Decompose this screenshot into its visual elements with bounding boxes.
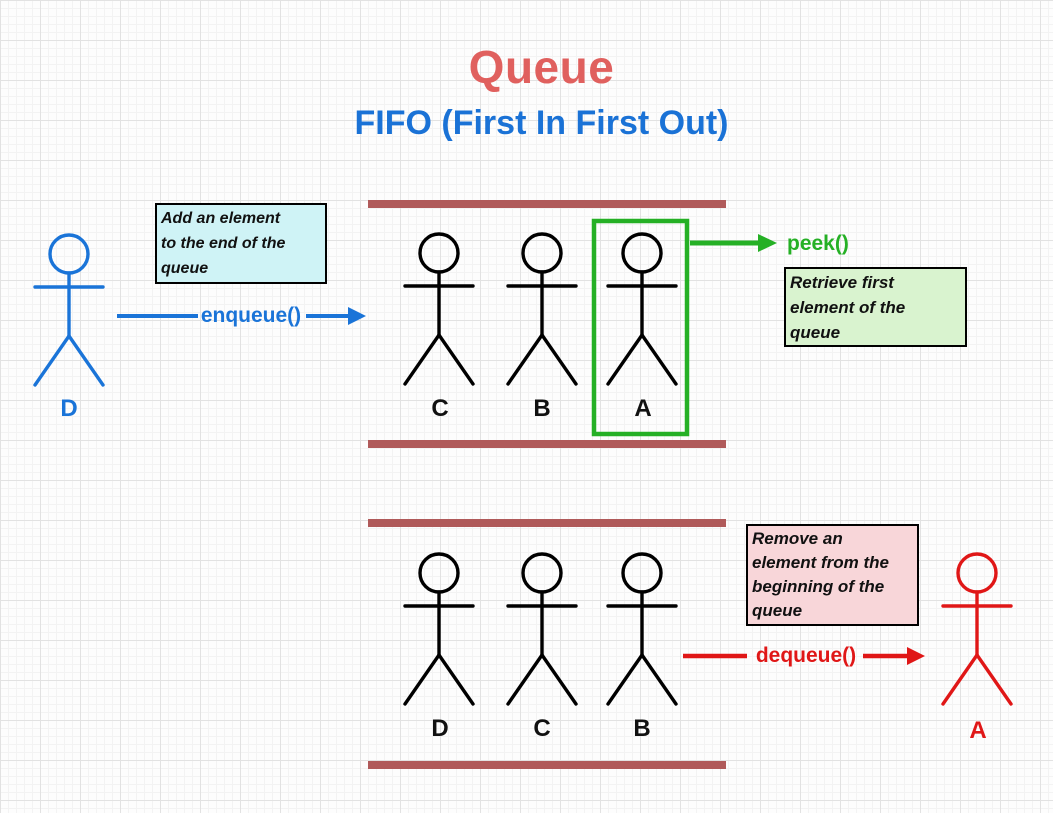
person-icon-rear-b bbox=[606, 552, 678, 706]
enqueue-arrow bbox=[117, 307, 366, 325]
queue-bar-bottom-upper bbox=[368, 519, 726, 527]
person-icon-front-a bbox=[606, 232, 678, 386]
actor-label-enqueue-d: D bbox=[60, 395, 78, 422]
dequeue-arrow bbox=[683, 647, 925, 665]
person-icon-front-c bbox=[403, 232, 475, 386]
peek-note: Retrieve first element of the queue bbox=[784, 267, 967, 347]
person-icon-enqueue-d bbox=[33, 233, 105, 387]
actor-label-rear-d: D bbox=[431, 715, 449, 742]
enqueue-note: Add an element to the end of the queue bbox=[155, 203, 327, 284]
actor-label-front-b: B bbox=[533, 395, 551, 422]
page-title: Queue bbox=[468, 41, 615, 93]
peek-operation-label: peek() bbox=[787, 232, 849, 255]
actor-label-rear-c: C bbox=[533, 715, 551, 742]
dequeue-operation-label: dequeue() bbox=[755, 644, 857, 667]
actor-label-front-a: A bbox=[634, 395, 652, 422]
actor-label-front-c: C bbox=[431, 395, 449, 422]
peek-highlight-rect bbox=[591, 218, 690, 437]
person-icon-dequeued-a bbox=[941, 552, 1013, 706]
person-icon-rear-d bbox=[403, 552, 475, 706]
enqueue-operation-label: enqueue() bbox=[200, 304, 302, 327]
actor-label-rear-b: B bbox=[633, 715, 651, 742]
person-icon-front-b bbox=[506, 232, 578, 386]
actor-label-dequeued-a: A bbox=[969, 717, 987, 744]
peek-arrow bbox=[690, 234, 777, 252]
page-subtitle: FIFO (First In First Out) bbox=[354, 104, 729, 142]
dequeue-note: Remove an element from the beginning of … bbox=[746, 524, 919, 626]
queue-bar-top-upper bbox=[368, 200, 726, 208]
person-icon-rear-c bbox=[506, 552, 578, 706]
queue-bar-top-lower bbox=[368, 440, 726, 448]
queue-bar-bottom-lower bbox=[368, 761, 726, 769]
